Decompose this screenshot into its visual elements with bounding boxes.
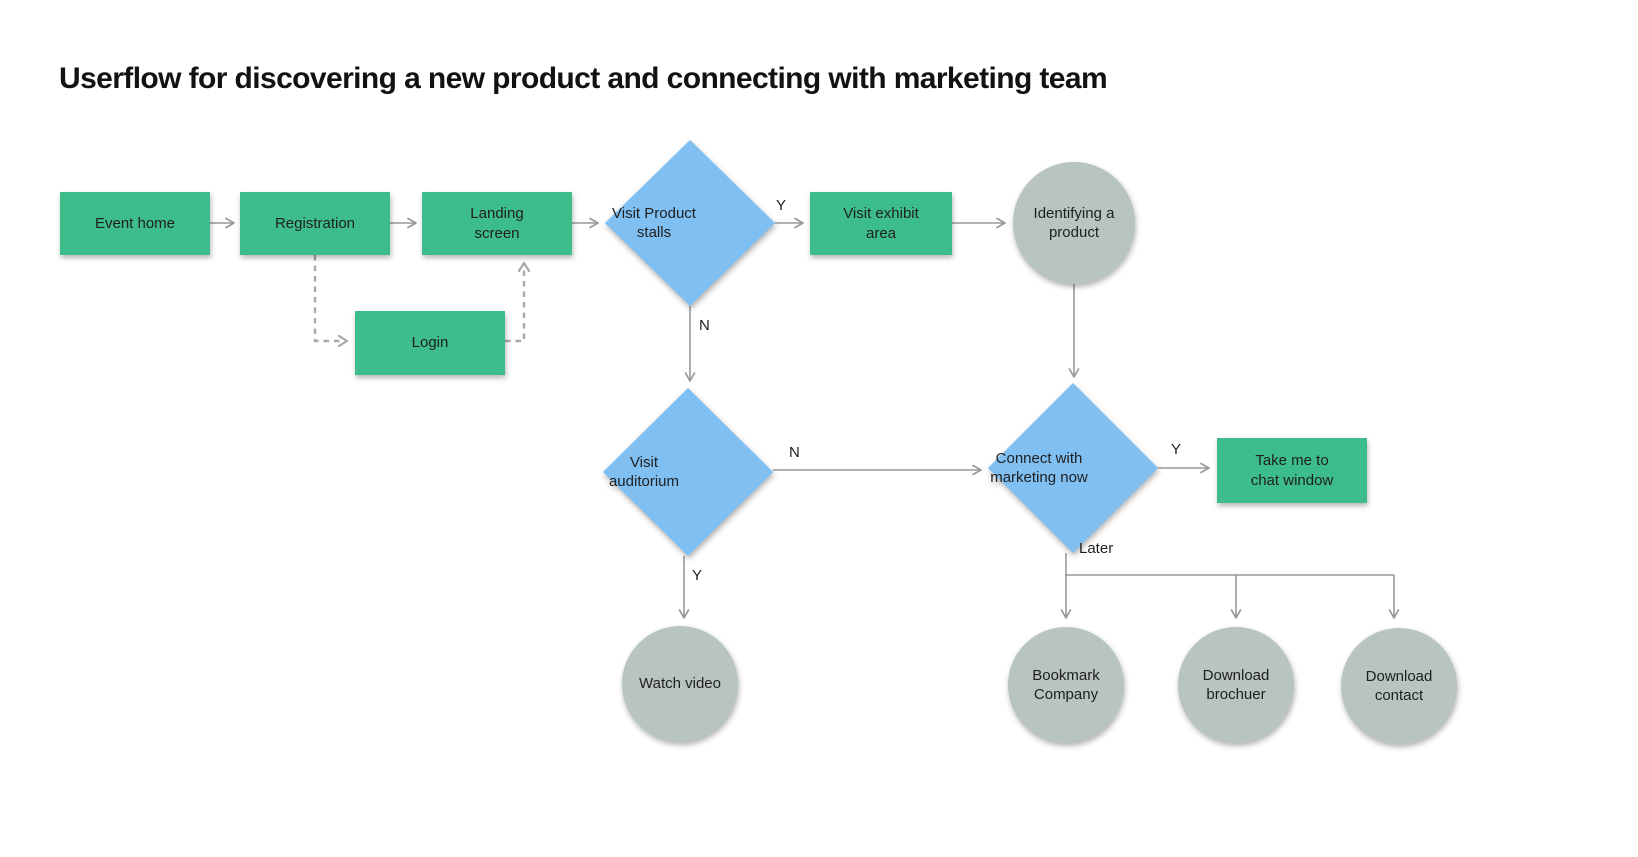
- node-download-brochuer-label: Download brochuer: [1202, 666, 1270, 703]
- node-visit-auditorium: Visit auditorium: [603, 388, 773, 556]
- edge-label-marketing-later: Later: [1079, 540, 1114, 557]
- edge-label-stalls-yes: Y: [776, 197, 787, 214]
- node-login: Login: [355, 311, 505, 375]
- node-landing-screen-label: Landing screen: [470, 205, 524, 242]
- edge-label-marketing-yes: Y: [1171, 441, 1182, 458]
- node-visit-product-stalls-label: Visit Product stalls: [612, 204, 696, 241]
- node-registration: Registration: [240, 192, 390, 255]
- node-identifying-a-product: Identifying a product: [1013, 162, 1135, 284]
- node-event-home: Event home: [60, 192, 210, 255]
- node-event-home-label: Event home: [94, 214, 176, 232]
- node-visit-exhibit-area-label: Visit exhibit area: [843, 205, 919, 242]
- node-visit-product-stalls: Visit Product stalls: [605, 140, 775, 306]
- node-take-me-to-chat-window-label: Take me to chat window: [1250, 452, 1334, 489]
- node-download-contact: Download contact: [1341, 628, 1457, 744]
- node-take-me-to-chat-window: Take me to chat window: [1217, 438, 1367, 503]
- node-identifying-a-product-label: Identifying a product: [1033, 204, 1115, 241]
- node-registration-label: Registration: [274, 214, 356, 232]
- node-visit-auditorium-label: Visit auditorium: [608, 453, 680, 490]
- diagram-title: Userflow for discovering a new product a…: [59, 62, 1108, 95]
- node-bookmark-company: Bookmark Company: [1008, 627, 1124, 743]
- edge-label-auditorium-no: N: [789, 444, 800, 461]
- edge-label-auditorium-yes: Y: [692, 567, 703, 584]
- node-connect-with-marketing-now: Connect with marketing now: [988, 383, 1158, 553]
- node-login-label: Login: [411, 334, 449, 352]
- node-watch-video: Watch video: [622, 626, 738, 742]
- node-visit-exhibit-area: Visit exhibit area: [810, 192, 952, 255]
- node-bookmark-company-label: Bookmark Company: [1032, 666, 1100, 703]
- node-landing-screen: Landing screen: [422, 192, 572, 255]
- node-connect-with-marketing-now-label: Connect with marketing now: [990, 449, 1088, 486]
- node-download-brochuer: Download brochuer: [1178, 627, 1294, 743]
- node-download-contact-label: Download contact: [1365, 667, 1433, 704]
- edge-label-stalls-no: N: [699, 317, 710, 334]
- node-watch-video-label: Watch video: [639, 675, 721, 693]
